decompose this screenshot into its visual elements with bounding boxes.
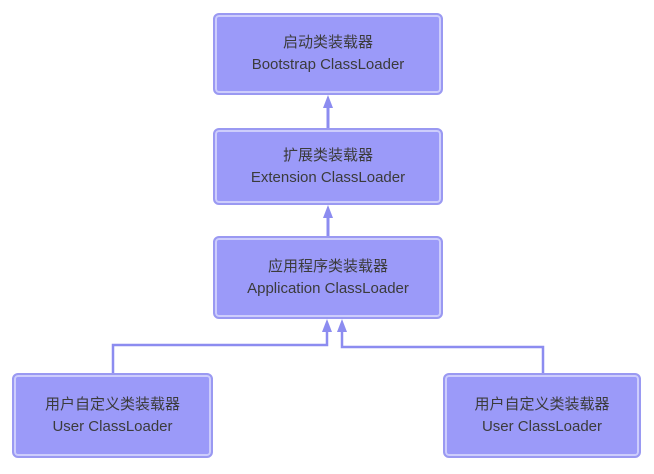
node-label-zh: 扩展类装载器 xyxy=(282,146,373,164)
node-label-en: User ClassLoader xyxy=(52,417,173,435)
node-label-zh: 用户自定义类装载器 xyxy=(474,395,610,413)
node-user-classloader-right: 用户自定义类装载器 User ClassLoader xyxy=(443,373,641,458)
node-label-zh: 应用程序类装载器 xyxy=(267,257,388,275)
node-label-en: Extension ClassLoader xyxy=(250,168,406,186)
node-label-en: Application ClassLoader xyxy=(247,279,409,297)
node-label-zh: 用户自定义类装载器 xyxy=(44,395,180,413)
edge-application-to-extension xyxy=(323,205,333,236)
edge-user-left-to-application xyxy=(111,319,332,373)
node-application-classloader: 应用程序类装载器 Application ClassLoader xyxy=(213,236,443,319)
node-label-en: Bootstrap ClassLoader xyxy=(251,56,405,73)
node-label-en: User ClassLoader xyxy=(481,417,603,435)
node-bootstrap-classloader: 启动类装载器 Bootstrap ClassLoader xyxy=(213,13,443,95)
edge-user-right-to-application xyxy=(337,319,545,373)
node-user-classloader-left: 用户自定义类装载器 User ClassLoader xyxy=(12,373,213,458)
node-extension-classloader: 扩展类装载器 Extension ClassLoader xyxy=(213,128,443,205)
edge-extension-to-bootstrap xyxy=(323,95,333,128)
node-label-zh: 启动类装载器 xyxy=(282,34,373,51)
